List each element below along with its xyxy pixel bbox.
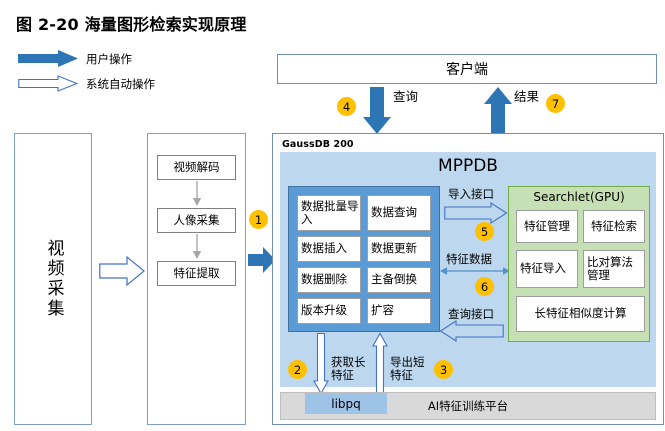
mppdb-feature-cell[interactable]: 主备倒换	[367, 267, 431, 293]
mppdb-feature-label: 数据批量导入	[301, 198, 359, 226]
searchlet-feature-label: 特征导入	[520, 261, 566, 276]
processing-step-label: 人像采集	[173, 212, 220, 227]
page-title: 图 2-20 海量图形检索实现原理	[16, 15, 247, 34]
searchlet-feature-label: 特征管理	[524, 218, 570, 233]
capture-to-processing-arrow-icon	[99, 255, 145, 287]
ai-platform-label: AI特征训练平台	[427, 399, 509, 413]
mppdb-feature-cell[interactable]: 数据批量导入	[297, 195, 361, 231]
query-interface-label: 查询接口	[448, 307, 494, 321]
client-label: 客户端	[446, 62, 488, 78]
processing-step-feature-extract[interactable]: 特征提取	[157, 261, 236, 286]
flow-badge-7: 7	[546, 94, 565, 113]
mppdb-feature-cell[interactable]: 数据查询	[367, 195, 431, 231]
feature-data-label: 特征数据	[446, 252, 492, 266]
searchlet-feature-label: 比对算法管理	[587, 254, 633, 282]
flow-badge-6: 6	[475, 277, 494, 296]
flow-badge-1: 1	[249, 210, 268, 229]
mppdb-feature-label: 扩容	[371, 303, 394, 318]
mppdb-feature-label: 数据更新	[371, 241, 417, 256]
processing-step-video-decode[interactable]: 视频解码	[157, 155, 236, 180]
searchlet-feature-label: 长特征相似度计算	[534, 306, 627, 321]
result-label: 结果	[514, 89, 540, 104]
mppdb-feature-label: 主备倒换	[371, 272, 417, 287]
flow-badge-3: 3	[434, 360, 453, 379]
legend-label-user-operation: 用户操作	[86, 52, 132, 66]
mppdb-feature-label: 数据删除	[301, 272, 347, 287]
mppdb-title: MPPDB	[438, 156, 498, 176]
searchlet-feature-cell[interactable]: 长特征相似度计算	[516, 296, 645, 332]
video-capture-box[interactable]: 视频采集	[14, 133, 92, 425]
processing-step-label: 视频解码	[173, 159, 220, 174]
searchlet-feature-cell[interactable]: 特征检索	[583, 210, 645, 243]
video-capture-label: 视频采集	[43, 239, 64, 319]
mppdb-feature-cell[interactable]: 扩容	[367, 298, 431, 324]
result-up-arrow-icon	[484, 87, 512, 134]
searchlet-feature-cell[interactable]: 特征导入	[516, 250, 578, 288]
export-short-feature-label: 导出短特征	[390, 355, 434, 383]
searchlet-feature-cell[interactable]: 比对算法管理	[583, 250, 645, 288]
searchlet-feature-cell[interactable]: 特征管理	[516, 210, 578, 243]
legend: 用户操作 系统自动操作	[18, 45, 248, 95]
mppdb-feature-label: 版本升级	[301, 303, 347, 318]
query-interface-arrow-icon	[439, 319, 504, 343]
pipeline-arrow-2-icon	[192, 234, 202, 259]
import-interface-label: 导入接口	[448, 187, 494, 201]
feature-data-double-arrow-icon	[440, 267, 510, 275]
mppdb-feature-cell[interactable]: 数据删除	[297, 267, 361, 293]
mppdb-feature-label: 数据插入	[301, 241, 347, 256]
legend-solid-arrow-icon	[18, 50, 78, 67]
gaussdb-label: GaussDB 200	[282, 139, 354, 150]
import-interface-arrow-icon	[444, 201, 508, 225]
legend-outline-arrow-icon	[18, 75, 79, 92]
libpq-box[interactable]: libpq	[305, 393, 387, 414]
flow-badge-2: 2	[288, 360, 307, 379]
mppdb-feature-group: 数据批量导入 数据查询 数据插入 数据更新 数据删除 主备倒换 版本升级 扩容	[288, 186, 440, 332]
flow-badge-4: 4	[337, 97, 356, 116]
legend-label-system-operation: 系统自动操作	[86, 77, 155, 91]
export-short-feature-arrow-icon	[372, 332, 388, 395]
flow-badge-5: 5	[475, 222, 494, 241]
searchlet-title: Searchlet(GPU)	[533, 190, 625, 204]
searchlet-feature-label: 特征检索	[591, 218, 637, 233]
get-long-feature-label: 获取长特征	[331, 355, 375, 383]
client-box[interactable]: 客户端	[277, 54, 657, 84]
libpq-label: libpq	[331, 396, 361, 411]
get-long-feature-text: 获取长特征	[331, 355, 366, 383]
mppdb-feature-label: 数据查询	[371, 205, 417, 220]
mppdb-feature-cell[interactable]: 数据插入	[297, 236, 361, 262]
mppdb-feature-cell[interactable]: 版本升级	[297, 298, 361, 324]
query-label: 查询	[393, 89, 419, 104]
processing-to-gaussdb-arrow-icon	[248, 247, 276, 273]
query-down-arrow-icon	[363, 87, 391, 134]
pipeline-arrow-1-icon	[192, 181, 202, 206]
get-long-feature-arrow-icon	[313, 332, 329, 395]
mppdb-feature-cell[interactable]: 数据更新	[367, 236, 431, 262]
processing-step-portrait-capture[interactable]: 人像采集	[157, 208, 236, 233]
processing-step-label: 特征提取	[173, 265, 220, 280]
export-short-feature-text: 导出短特征	[390, 355, 425, 383]
